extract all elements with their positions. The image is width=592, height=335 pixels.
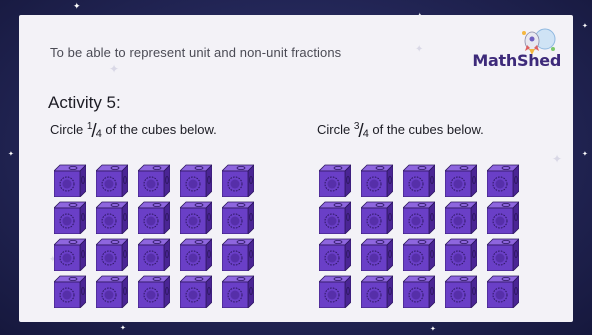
- cube-icon[interactable]: [137, 238, 171, 272]
- star-icon: ✦: [415, 44, 424, 55]
- cube-icon[interactable]: [444, 238, 478, 272]
- cube-icon[interactable]: [318, 275, 352, 309]
- star-icon: ✦: [49, 254, 57, 264]
- cube-icon[interactable]: [444, 201, 478, 235]
- cube-icon[interactable]: [53, 238, 87, 272]
- cube-icon[interactable]: [221, 201, 255, 235]
- cube-icon[interactable]: [95, 238, 129, 272]
- cube-icon[interactable]: [95, 275, 129, 309]
- cube-icon[interactable]: [360, 164, 394, 198]
- instruction-prefix: Circle: [50, 122, 87, 137]
- fraction-numerator: 1: [86, 121, 93, 132]
- star-icon: ✦: [430, 326, 436, 333]
- right-cube-grid: [318, 164, 520, 309]
- left-cube-grid: [53, 164, 255, 309]
- instruction-suffix: of the cubes below.: [101, 122, 217, 137]
- cube-icon[interactable]: [486, 201, 520, 235]
- cube-icon[interactable]: [360, 238, 394, 272]
- cube-icon[interactable]: [221, 238, 255, 272]
- cube-icon[interactable]: [360, 275, 394, 309]
- cube-icon[interactable]: [179, 164, 213, 198]
- cube-icon[interactable]: [486, 275, 520, 309]
- cube-icon[interactable]: [318, 201, 352, 235]
- cube-icon[interactable]: [221, 164, 255, 198]
- cube-icon[interactable]: [486, 238, 520, 272]
- learning-objective: To be able to represent unit and non-uni…: [50, 45, 342, 60]
- cube-icon[interactable]: [179, 238, 213, 272]
- star-icon: ✦: [8, 151, 14, 158]
- fraction-denominator: 4: [95, 128, 102, 140]
- rocket-logo-icon: [522, 28, 556, 55]
- left-instruction: Circle 1/4 of the cubes below.: [50, 121, 217, 143]
- cube-icon[interactable]: [179, 275, 213, 309]
- fraction-denominator: 4: [362, 128, 369, 140]
- star-icon: ✦: [582, 23, 588, 30]
- right-instruction: Circle 3/4 of the cubes below.: [317, 121, 484, 143]
- star-icon: ✦: [109, 62, 120, 76]
- mathshed-logo: MathShed: [455, 27, 565, 75]
- star-icon: ✦: [552, 152, 563, 166]
- cube-icon[interactable]: [137, 201, 171, 235]
- cube-icon[interactable]: [53, 164, 87, 198]
- cube-icon[interactable]: [179, 201, 213, 235]
- cube-icon[interactable]: [444, 275, 478, 309]
- cube-icon[interactable]: [360, 201, 394, 235]
- instruction-suffix: of the cubes below.: [368, 122, 484, 137]
- cube-icon[interactable]: [53, 275, 87, 309]
- fraction: 3/4: [353, 121, 369, 142]
- star-icon: ✦: [582, 151, 588, 158]
- cube-icon[interactable]: [137, 275, 171, 309]
- instruction-prefix: Circle: [317, 122, 354, 137]
- cube-icon[interactable]: [318, 238, 352, 272]
- fraction-slash: /: [91, 121, 97, 142]
- star-icon: ✦: [120, 325, 126, 332]
- fraction-slash: /: [358, 121, 364, 142]
- star-icon: ✦: [73, 1, 81, 11]
- logo-text: MathShed: [472, 51, 561, 70]
- cube-icon[interactable]: [444, 164, 478, 198]
- cube-icon[interactable]: [95, 164, 129, 198]
- cube-icon[interactable]: [137, 164, 171, 198]
- fraction-numerator: 3: [353, 121, 360, 132]
- cube-icon[interactable]: [402, 238, 436, 272]
- cube-icon[interactable]: [402, 201, 436, 235]
- cube-icon[interactable]: [318, 164, 352, 198]
- cube-icon[interactable]: [402, 275, 436, 309]
- cube-icon[interactable]: [95, 201, 129, 235]
- fraction: 1/4: [86, 121, 102, 142]
- cube-icon[interactable]: [221, 275, 255, 309]
- cube-icon[interactable]: [53, 201, 87, 235]
- cube-icon[interactable]: [402, 164, 436, 198]
- cube-icon[interactable]: [486, 164, 520, 198]
- activity-title: Activity 5:: [48, 93, 121, 112]
